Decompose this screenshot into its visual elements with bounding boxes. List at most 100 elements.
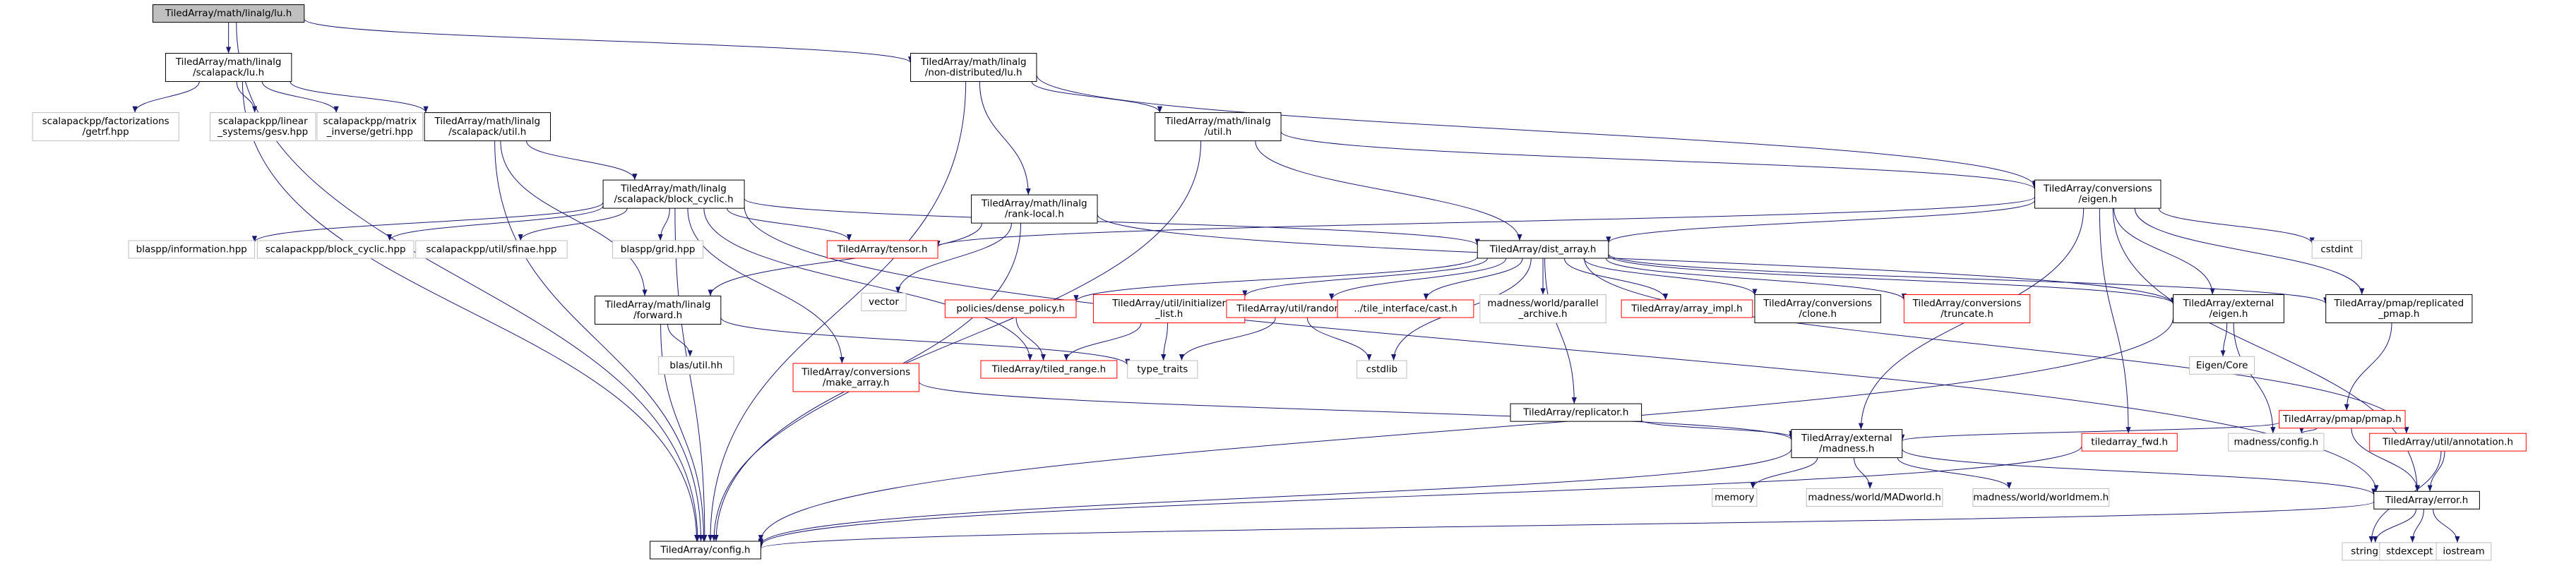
- node-label: TiledArray/math/linalg: [604, 299, 711, 310]
- edge-blockcyc-to-tiledrange: [703, 208, 1033, 361]
- edge-scutil-to-forward: [500, 140, 648, 296]
- node-makearr[interactable]: TiledArray/conversions/make_array.h: [792, 363, 919, 392]
- node-sclu[interactable]: TiledArray/math/linalg/scalapack/lu.h: [165, 53, 292, 83]
- node-madworld: madness/world/MADworld.h: [1806, 488, 1943, 507]
- edge-tafwd-to-config: [758, 445, 2082, 546]
- edge-conveigen-to-tafwd: [2099, 208, 2131, 434]
- node-label: TiledArray/error.h: [2385, 495, 2468, 506]
- node-rankloc[interactable]: TiledArray/math/linalg/rank-local.h: [971, 194, 1098, 224]
- node-label: TiledArray/math/linalg: [434, 116, 541, 127]
- node-distarr[interactable]: TiledArray/dist_array.h: [1477, 240, 1609, 259]
- edge-error-to-config: [758, 501, 2375, 549]
- node-label: TiledArray/math/linalg/lu.h: [165, 8, 292, 19]
- edge-pmap-to-error: [2351, 428, 2421, 492]
- node-ndlu[interactable]: TiledArray/math/linalg/non-distributed/l…: [910, 53, 1037, 83]
- node-label: /scalapack/block_cyclic.h: [614, 194, 734, 205]
- node-clone[interactable]: TiledArray/conversions/clone.h: [1754, 294, 1881, 324]
- node-replpmap[interactable]: TiledArray/pmap/replicated_pmap.h: [2325, 294, 2473, 324]
- node-pmap[interactable]: TiledArray/pmap/pmap.h: [2279, 410, 2406, 429]
- edge-makearr-to-extmad: [918, 381, 1794, 440]
- node-scutil[interactable]: TiledArray/math/linalg/scalapack/util.h: [424, 112, 551, 142]
- edge-distarr-to-tilecast: [1423, 258, 1523, 301]
- node-densepol[interactable]: policies/dense_policy.h: [944, 299, 1077, 318]
- node-random[interactable]: TiledArray/util/random.h: [1226, 299, 1364, 318]
- edge-initlist-to-tiledrange: [1063, 322, 1142, 361]
- edge-blockcyc-to-makearr: [687, 208, 845, 363]
- node-truncate[interactable]: TiledArray/conversions/truncate.h: [1903, 294, 2031, 324]
- edge-error-to-string: [2373, 509, 2416, 543]
- node-box: [165, 53, 292, 83]
- edge-densepol-to-tiledrange: [1015, 318, 1046, 361]
- node-lutil[interactable]: TiledArray/math/linalg/util.h: [1155, 112, 1282, 142]
- edge-blockcyc-to-blasinfo: [252, 202, 604, 243]
- node-error[interactable]: TiledArray/error.h: [2373, 490, 2480, 509]
- edge-extmad-to-worldmem: [1897, 457, 2012, 489]
- node-box: [650, 541, 761, 560]
- edge-replpmap-to-pmap: [2344, 322, 2392, 411]
- node-label: /madness.h: [1819, 443, 1874, 454]
- edge-sclu-to-getrf: [132, 81, 200, 113]
- node-label: /truncate.h: [1940, 308, 1993, 320]
- node-label: TiledArray/config.h: [660, 545, 750, 556]
- node-box: [1356, 360, 1407, 379]
- edge-annot-to-error: [2427, 451, 2445, 492]
- node-arrimpl[interactable]: TiledArray/array_impl.h: [1621, 299, 1753, 318]
- node-label: TiledArray/replicator.h: [1522, 407, 1628, 418]
- node-forward[interactable]: TiledArray/math/linalg/forward.h: [594, 295, 722, 325]
- node-label: blaspp/grid.hpp: [621, 243, 696, 255]
- node-label: Eigen/Core: [2196, 360, 2248, 371]
- node-root[interactable]: TiledArray/math/linalg/lu.h: [152, 4, 305, 23]
- node-box: [1092, 294, 1246, 324]
- node-box: [1337, 299, 1474, 318]
- edge-scutil-to-config: [494, 140, 704, 542]
- edge-ndlu-to-rankloc: [979, 81, 1031, 195]
- node-box: [2435, 542, 2492, 561]
- edge-conveigen-to-exteigen: [2113, 208, 2215, 295]
- node-box: [1972, 488, 2110, 507]
- node-conveigen[interactable]: TiledArray/conversions/eigen.h: [2034, 179, 2161, 209]
- edge-distarr-to-annot: [1584, 258, 2409, 434]
- node-label: TiledArray/math/linalg: [175, 56, 282, 68]
- edge-lutil-to-config: [713, 140, 1202, 542]
- node-box: [209, 112, 316, 142]
- node-label: policies/dense_policy.h: [956, 303, 1065, 315]
- node-label: TiledArray/pmap/pmap.h: [2282, 414, 2402, 425]
- edge-distarr-to-initlist: [1242, 258, 1488, 297]
- node-tiledrange[interactable]: TiledArray/tiled_range.h: [980, 360, 1118, 379]
- edge-extmad-to-error: [1902, 449, 2377, 495]
- node-blockcyc[interactable]: TiledArray/math/linalg/scalapack/block_c…: [602, 179, 745, 209]
- node-label: scalapackpp/util/sfinae.hpp: [426, 243, 556, 255]
- node-blasgrid: blaspp/grid.hpp: [612, 240, 704, 259]
- edge-blockcyc-to-scfinae: [518, 207, 628, 241]
- node-box: [1510, 403, 1642, 422]
- node-box: [910, 53, 1037, 83]
- node-initlist[interactable]: TiledArray/util/initializer_list.h: [1092, 294, 1246, 324]
- node-label: madness/world/MADworld.h: [1808, 492, 1941, 503]
- edge-blockcyc-to-blasgrid: [657, 208, 670, 241]
- node-label: TiledArray/util/annotation.h: [2382, 437, 2513, 448]
- edge-pmap-to-extmad: [1900, 422, 2280, 442]
- node-config[interactable]: TiledArray/config.h: [650, 541, 761, 560]
- node-exteigen[interactable]: TiledArray/external/eigen.h: [2173, 294, 2284, 324]
- node-label: _list.h: [1155, 308, 1183, 320]
- node-box: [1754, 294, 1881, 324]
- node-box: [594, 295, 722, 325]
- node-box: [2311, 240, 2363, 259]
- node-label: /make_array.h: [823, 377, 890, 388]
- node-box: [2369, 433, 2527, 452]
- node-box: [944, 299, 1077, 318]
- edge-conveigen-to-distarr: [1606, 200, 2036, 243]
- node-label: TiledArray/conversions: [2043, 183, 2152, 195]
- node-tafwd[interactable]: tiledarray_fwd.h: [2081, 433, 2178, 452]
- edge-conveigen-to-tensor: [935, 196, 2036, 248]
- node-box: [1621, 299, 1753, 318]
- node-annot[interactable]: TiledArray/util/annotation.h: [2369, 433, 2527, 452]
- node-tilecast[interactable]: ../tile_interface/cast.h: [1337, 299, 1474, 318]
- node-tensor[interactable]: TiledArray/tensor.h: [826, 240, 938, 259]
- nodes-layer: TiledArray/math/linalg/lu.hTiledArray/ma…: [32, 4, 2527, 561]
- node-replicator[interactable]: TiledArray/replicator.h: [1510, 403, 1642, 422]
- node-extmad[interactable]: TiledArray/external/madness.h: [1791, 429, 1903, 459]
- edge-root-to-ndlu: [304, 18, 913, 64]
- edge-blockcyc-to-scbc: [387, 205, 604, 241]
